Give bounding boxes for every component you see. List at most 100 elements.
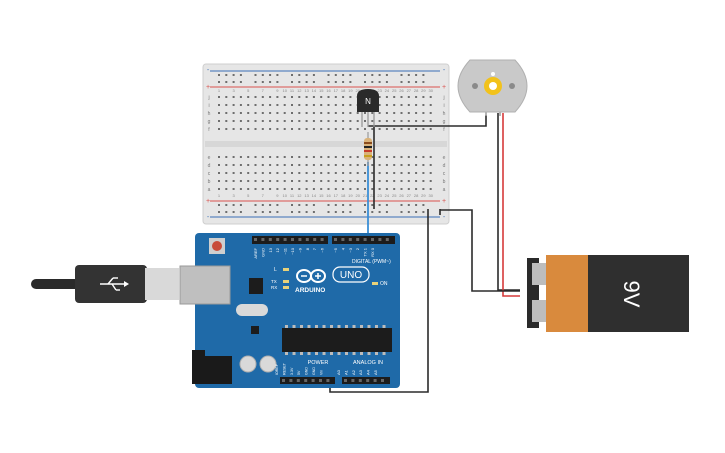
- pin-label: ~9: [297, 247, 302, 252]
- wire-motor-to-battery-positive[interactable]: [502, 113, 520, 297]
- column-number: 1: [218, 88, 221, 93]
- pin-label: A4: [366, 369, 371, 375]
- pin-label: GND: [312, 367, 316, 375]
- column-number: 17: [334, 88, 339, 93]
- arduino-brand: ARDUINO: [295, 287, 325, 294]
- column-number: 5: [247, 88, 250, 93]
- rail-sign: +: [206, 198, 210, 205]
- column-number: 25: [392, 193, 397, 198]
- column-number: 27: [407, 193, 412, 198]
- column-number: 23: [377, 88, 382, 93]
- row-letter: b: [208, 179, 211, 185]
- arduino-usb-port: [179, 265, 231, 305]
- led-rx: [283, 286, 289, 289]
- pin-label: 8: [305, 247, 310, 250]
- column-number: 20: [355, 88, 360, 93]
- row-letter: f: [208, 127, 210, 133]
- wire-motor-to-battery-negative[interactable]: [497, 113, 520, 291]
- column-number: 15: [319, 193, 324, 198]
- row-letter: g: [208, 119, 211, 125]
- crystal: [236, 304, 268, 316]
- arduino-logo: [296, 269, 326, 283]
- column-number: 15: [319, 88, 324, 93]
- pin-label: 7: [312, 247, 317, 250]
- column-number: 24: [385, 193, 390, 198]
- capacitor-2: [259, 355, 277, 373]
- row-letter: j: [207, 95, 209, 101]
- header-top-left: [252, 236, 328, 244]
- column-number: 29: [421, 88, 426, 93]
- pin-label: 3.3V: [290, 367, 294, 375]
- row-letter: b: [443, 179, 446, 185]
- analog-label: ANALOG IN: [353, 360, 383, 366]
- digital-header-label: DIGITAL (PWM~): [352, 259, 391, 265]
- capacitor-1: [239, 355, 257, 373]
- header-power: [280, 377, 335, 384]
- rail-sign: +: [442, 198, 446, 205]
- wire-transistor-to-motor[interactable]: [368, 115, 487, 127]
- column-number: 12: [297, 88, 302, 93]
- column-number: 16: [326, 193, 331, 198]
- power-label: POWER: [308, 360, 329, 366]
- column-number: 17: [334, 193, 339, 198]
- battery-terminal-negative: [532, 263, 547, 285]
- pin-label: ~6: [320, 247, 325, 252]
- pin-label: AREF: [253, 247, 258, 258]
- transistor[interactable]: N: [357, 89, 379, 127]
- usb-plug-tip: [145, 268, 179, 300]
- column-number: 1: [218, 193, 221, 198]
- pin-label: A1: [343, 369, 348, 375]
- arduino-model: UNO: [340, 270, 362, 281]
- rail-sign: -: [207, 214, 210, 221]
- column-number: 27: [407, 88, 412, 93]
- led-l-label: L: [274, 267, 277, 273]
- pin-label: 13: [268, 247, 273, 252]
- column-number: 14: [312, 193, 317, 198]
- row-letter: e: [443, 155, 446, 161]
- battery-label: 9V: [619, 281, 644, 308]
- rail-sign: -: [207, 67, 210, 74]
- column-number: 30: [428, 193, 433, 198]
- pin-label: 2: [355, 247, 360, 250]
- column-number: 19: [348, 88, 353, 93]
- pin-label: 4: [340, 247, 345, 250]
- column-number: 11: [290, 193, 295, 198]
- led-l: [283, 268, 289, 271]
- row-letter: c: [208, 171, 211, 177]
- column-number: 3: [232, 193, 235, 198]
- column-number: 16: [326, 88, 331, 93]
- battery-9v[interactable]: 9V: [527, 255, 689, 332]
- column-number: 25: [392, 88, 397, 93]
- breadboard-column-numbers: 1133557799101011111212131314141515161617…: [218, 88, 434, 198]
- row-letter: e: [208, 155, 211, 161]
- column-number: 26: [399, 88, 404, 93]
- pin-label: A5: [373, 369, 378, 375]
- led-tx: [283, 280, 289, 283]
- led-on-label: ON: [380, 281, 388, 287]
- transistor-body: [357, 89, 379, 112]
- usb-icon: [100, 277, 129, 291]
- pin-label: 5V: [297, 370, 301, 375]
- row-letter: d: [208, 163, 211, 169]
- wire-rail-to-battery[interactable]: [440, 209, 520, 292]
- uno-badge: [332, 266, 370, 283]
- transistor-label: N: [365, 97, 371, 106]
- row-letter: h: [443, 111, 446, 117]
- column-number: 12: [297, 193, 302, 198]
- column-number: 3: [232, 88, 235, 93]
- row-letter: a: [208, 187, 211, 193]
- row-letter: h: [208, 111, 211, 117]
- pin-label: A0: [336, 369, 341, 375]
- led-rx-label: RX: [271, 285, 277, 290]
- column-number: 14: [312, 88, 317, 93]
- dc-motor[interactable]: [457, 59, 528, 116]
- column-number: 20: [355, 193, 360, 198]
- resistor[interactable]: [364, 132, 372, 166]
- battery-terminal-positive: [532, 300, 547, 322]
